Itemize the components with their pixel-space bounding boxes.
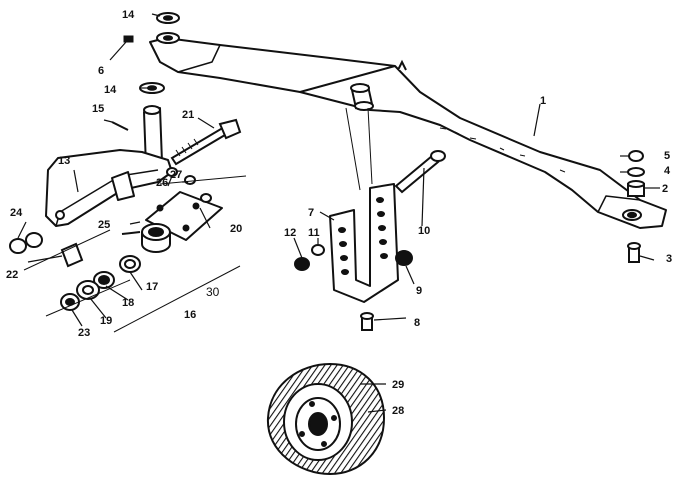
- cotter-pin: [111, 121, 129, 131]
- callout-24: 24: [10, 207, 23, 219]
- callout-25: 25: [98, 219, 110, 231]
- callout-23: 23: [78, 327, 90, 339]
- callout-13: 13: [58, 155, 70, 167]
- leader-lines: [23, 107, 373, 333]
- hub-assembly: [141, 191, 223, 253]
- pivot-bolt: [394, 150, 446, 194]
- callout-22: 22: [6, 269, 18, 281]
- callout-4: 4: [664, 165, 671, 177]
- grease-fitting: [123, 35, 134, 43]
- axle-bracket: [329, 183, 399, 303]
- callout-19: 19: [100, 315, 112, 327]
- callout-14-top: 14: [122, 9, 135, 21]
- callout-12: 12: [284, 227, 296, 239]
- callout-28: 28: [392, 405, 404, 417]
- callout-3: 3: [666, 253, 672, 265]
- callout-14-lower: 14: [104, 84, 117, 96]
- callout-9: 9: [416, 285, 422, 297]
- callout-27: 27: [170, 169, 182, 181]
- tie-rod: [170, 118, 242, 166]
- callout-1: 1: [540, 95, 546, 107]
- bracket-hardware: [294, 244, 413, 331]
- callout-16: 16: [184, 309, 196, 321]
- callout-5: 5: [664, 150, 670, 162]
- callout-11: 11: [308, 227, 320, 239]
- callout-26: 26: [156, 177, 168, 189]
- washers: [139, 12, 180, 94]
- wheel: [266, 362, 386, 476]
- spacer-hardware: [627, 150, 645, 263]
- callout-20: 20: [230, 223, 242, 235]
- front-axle: [149, 37, 667, 229]
- axle-pivot: [350, 59, 407, 111]
- callout-10: 10: [418, 225, 430, 237]
- callout-30: 30: [206, 285, 220, 299]
- callout-21: 21: [182, 109, 194, 121]
- callout-labels: 1 2 3 4 5 6 7 8 9 10 11 12 13 14 14 15 1…: [6, 9, 672, 417]
- callout-6: 6: [98, 65, 104, 77]
- callout-leaders: [17, 13, 660, 413]
- steering-spindle: [45, 105, 173, 227]
- callout-29: 29: [392, 379, 404, 391]
- callout-17: 17: [146, 281, 158, 293]
- callout-18: 18: [122, 297, 134, 309]
- callout-7: 7: [308, 207, 314, 219]
- callout-2: 2: [662, 183, 668, 195]
- callout-15: 15: [92, 103, 104, 115]
- callout-8: 8: [414, 317, 420, 329]
